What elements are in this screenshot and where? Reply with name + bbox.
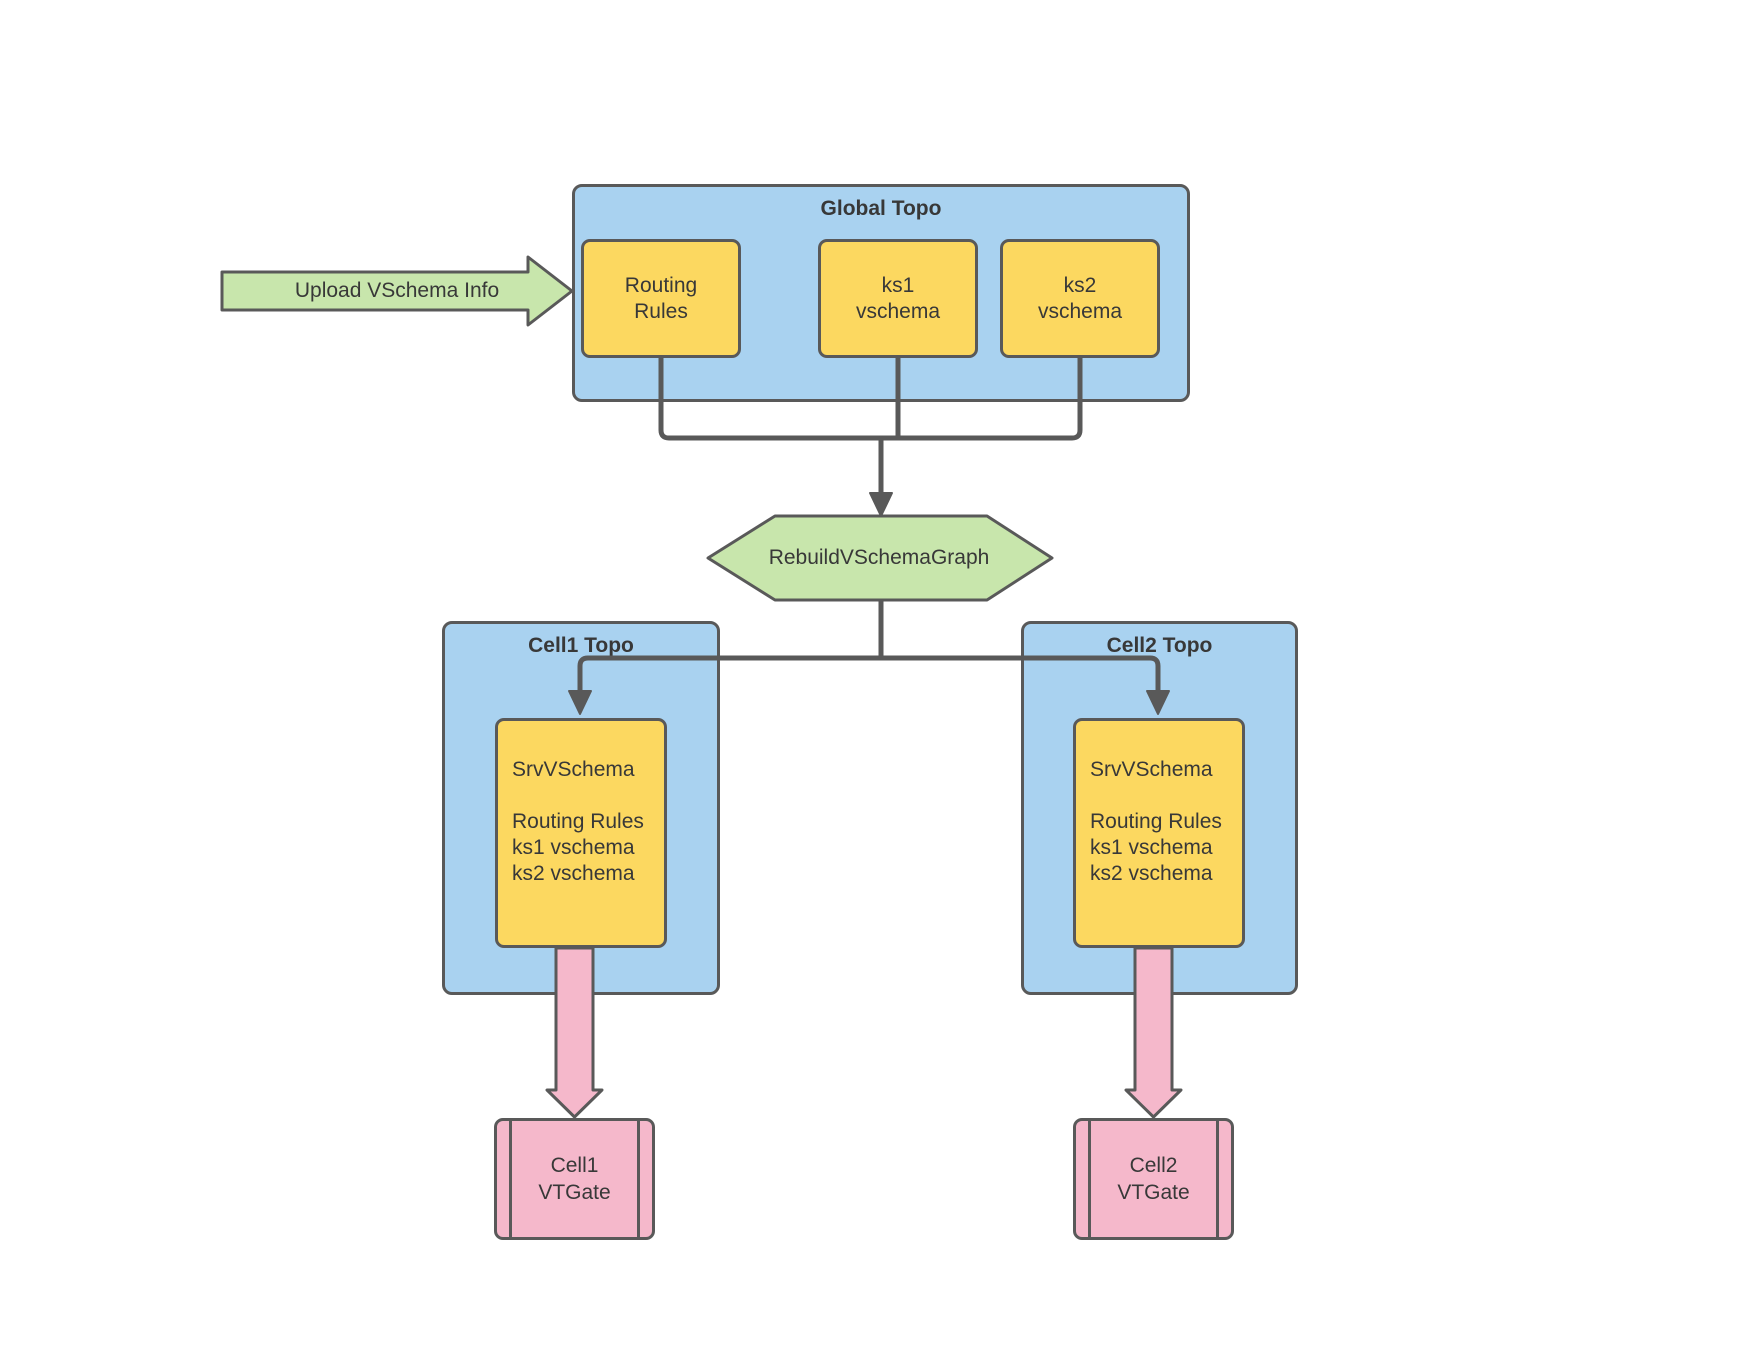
ks2-vschema-node: ks2 vschema [1000, 239, 1160, 358]
cell2-vtgate-node: Cell2 VTGate [1073, 1118, 1234, 1240]
cell1-topo-title: Cell1 Topo [528, 634, 634, 657]
global-topo-title: Global Topo [820, 197, 942, 220]
routing-rules-node: Routing Rules [581, 239, 741, 358]
cell2-topo-title: Cell2 Topo [1106, 634, 1213, 657]
cell1-srvvschema-node: SrvVSchema Routing Rules ks1 vschema ks2… [495, 718, 667, 948]
ks1-vschema-node: ks1 vschema [818, 239, 978, 358]
cell2-srvvschema-node: SrvVSchema Routing Rules ks1 vschema ks2… [1073, 718, 1245, 948]
rebuild-arrowhead-icon [869, 492, 893, 517]
rebuild-hexagon-label: RebuildVSchemaGraph [768, 546, 990, 569]
upload-arrow-label: Upload VSchema Info [294, 279, 500, 302]
cell1-vtgate-node: Cell1 VTGate [494, 1118, 655, 1240]
